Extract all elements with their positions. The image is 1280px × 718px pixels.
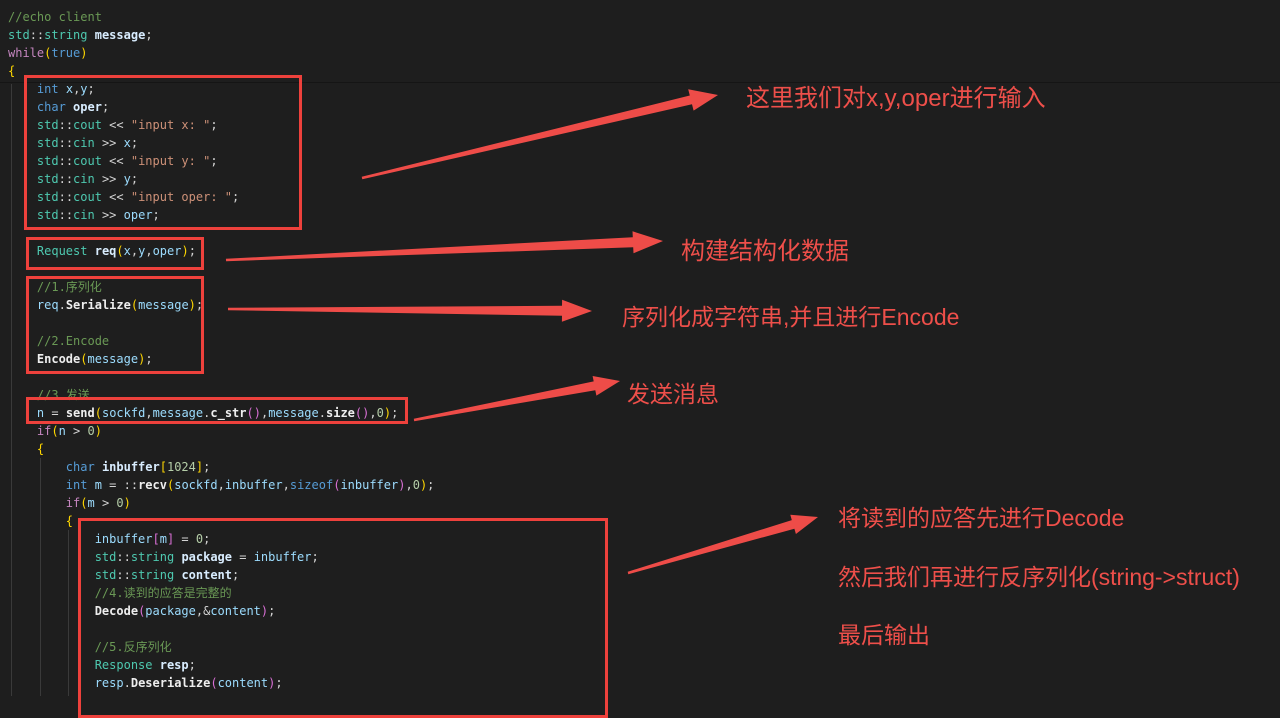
annotation-label-output: 最后输出 — [838, 622, 930, 648]
code-line: int x,y; — [36, 82, 95, 96]
code-line: //2.Encode — [36, 334, 110, 348]
highlight-box-send — [26, 397, 408, 424]
highlight-box-decode-deserialize — [78, 518, 608, 718]
arrow-send — [413, 376, 620, 422]
code-line: { — [36, 442, 45, 456]
code-line: char inbuffer[1024]; — [65, 460, 211, 474]
code-line: char oper; — [36, 100, 110, 114]
code-line: if(n > 0) — [36, 424, 102, 438]
code-line: std::cin >> y; — [36, 172, 139, 186]
code-line: //5.反序列化 — [94, 640, 172, 654]
code-line: std::string package = inbuffer; — [94, 550, 319, 564]
code-line: while(true) — [8, 46, 88, 60]
arrow-decode — [627, 514, 818, 575]
code-line: std::string content; — [94, 568, 240, 582]
code-line: std::cout << "input y: "; — [36, 154, 218, 168]
annotation-label-deserialize: 然后我们再进行反序列化(string->struct) — [838, 564, 1240, 590]
code-line: { — [65, 514, 74, 528]
code-line: { — [8, 64, 16, 78]
code-line: inbuffer[m] = 0; — [94, 532, 211, 546]
code-line: int m = ::recv(sockfd,inbuffer,sizeof(in… — [65, 478, 435, 492]
highlight-box-serialize-encode — [26, 276, 204, 374]
code-line: std::cout << "input oper: "; — [36, 190, 240, 204]
code-line: resp.Deserialize(content); — [94, 676, 283, 690]
code-line: //echo client — [8, 10, 102, 24]
indent-guide — [11, 84, 12, 696]
indent-guide — [40, 458, 41, 696]
code-line: Request req(x,y,oper); — [36, 244, 196, 258]
code-line: //1.序列化 — [36, 280, 102, 294]
annotation-label-request: 构建结构化数据 — [681, 238, 849, 265]
annotation-label-send: 发送消息 — [627, 381, 719, 407]
code-line: req.Serialize(message); — [36, 298, 204, 312]
indent-guide — [68, 530, 69, 696]
code-line: if(m > 0) — [65, 496, 131, 510]
code-line: std::cin >> oper; — [36, 208, 160, 222]
annotation-label-decode: 将读到的应答先进行Decode — [838, 505, 1125, 531]
code-line: n = send(sockfd,message.c_str(),message.… — [36, 406, 399, 420]
code-line: Decode(package,&content); — [94, 604, 276, 618]
highlight-box-input — [24, 75, 302, 230]
code-line: Encode(message); — [36, 352, 153, 366]
code-line: std::cin >> x; — [36, 136, 139, 150]
code-line: std::string message; — [8, 28, 153, 42]
annotation-label-input: 这里我们对x,y,oper进行输入 — [746, 85, 1046, 112]
screenshot-seam-line — [0, 82, 1280, 83]
code-line: //4.读到的应答是完整的 — [94, 586, 232, 600]
code-line: Response resp; — [94, 658, 196, 672]
code-line: std::cout << "input x: "; — [36, 118, 218, 132]
annotation-label-serialize: 序列化成字符串,并且进行Encode — [622, 304, 960, 330]
highlight-box-request — [26, 237, 204, 270]
